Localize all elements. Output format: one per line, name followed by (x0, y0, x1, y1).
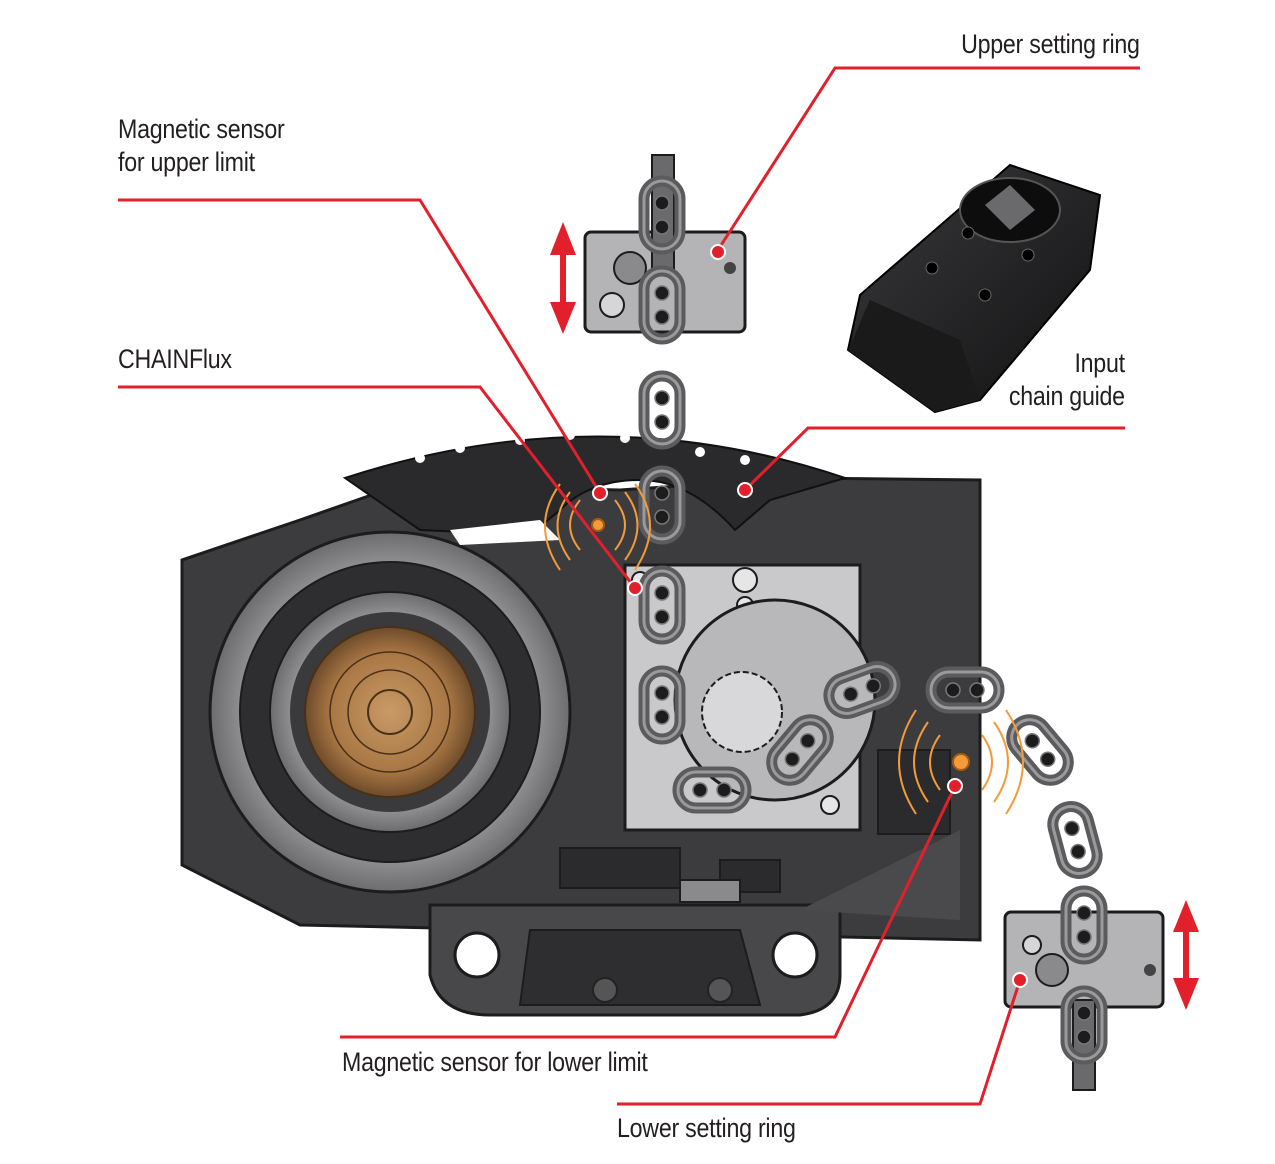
leader-dots (592, 244, 1028, 988)
leader-upper-setting-ring (716, 66, 1140, 251)
input-chain-guide-render (846, 163, 1102, 414)
leader-lower-setting-ring (617, 979, 1022, 1106)
label-magnetic-sensor-lower: Magnetic sensor for lower limit (342, 1047, 648, 1077)
label-chainflux: CHAINFlux (118, 344, 232, 374)
label-magnetic-sensor-upper: Magnetic sensor for upper limit (118, 114, 285, 177)
leader-input-chain-guide (743, 426, 1125, 492)
leader-chainflux (118, 385, 637, 589)
label-input-chain-guide: Input chain guide (1009, 348, 1125, 411)
sensor-wave-icon (898, 709, 1024, 815)
label-lower-setting-ring: Lower setting ring (617, 1113, 796, 1143)
double-arrow-icon (1173, 900, 1199, 1010)
load-chain (644, 154, 1102, 1091)
bearing-wheel (208, 530, 572, 894)
double-arrow-icon (550, 222, 576, 334)
upper-setting-ring (583, 230, 747, 334)
leader-magnetic-sensor-upper (118, 198, 602, 494)
label-upper-setting-ring: Upper setting ring (961, 29, 1140, 59)
leader-magnetic-sensor-lower (340, 785, 957, 1039)
leader-lines (118, 66, 1140, 1106)
sensor-wave-icon (544, 483, 651, 571)
